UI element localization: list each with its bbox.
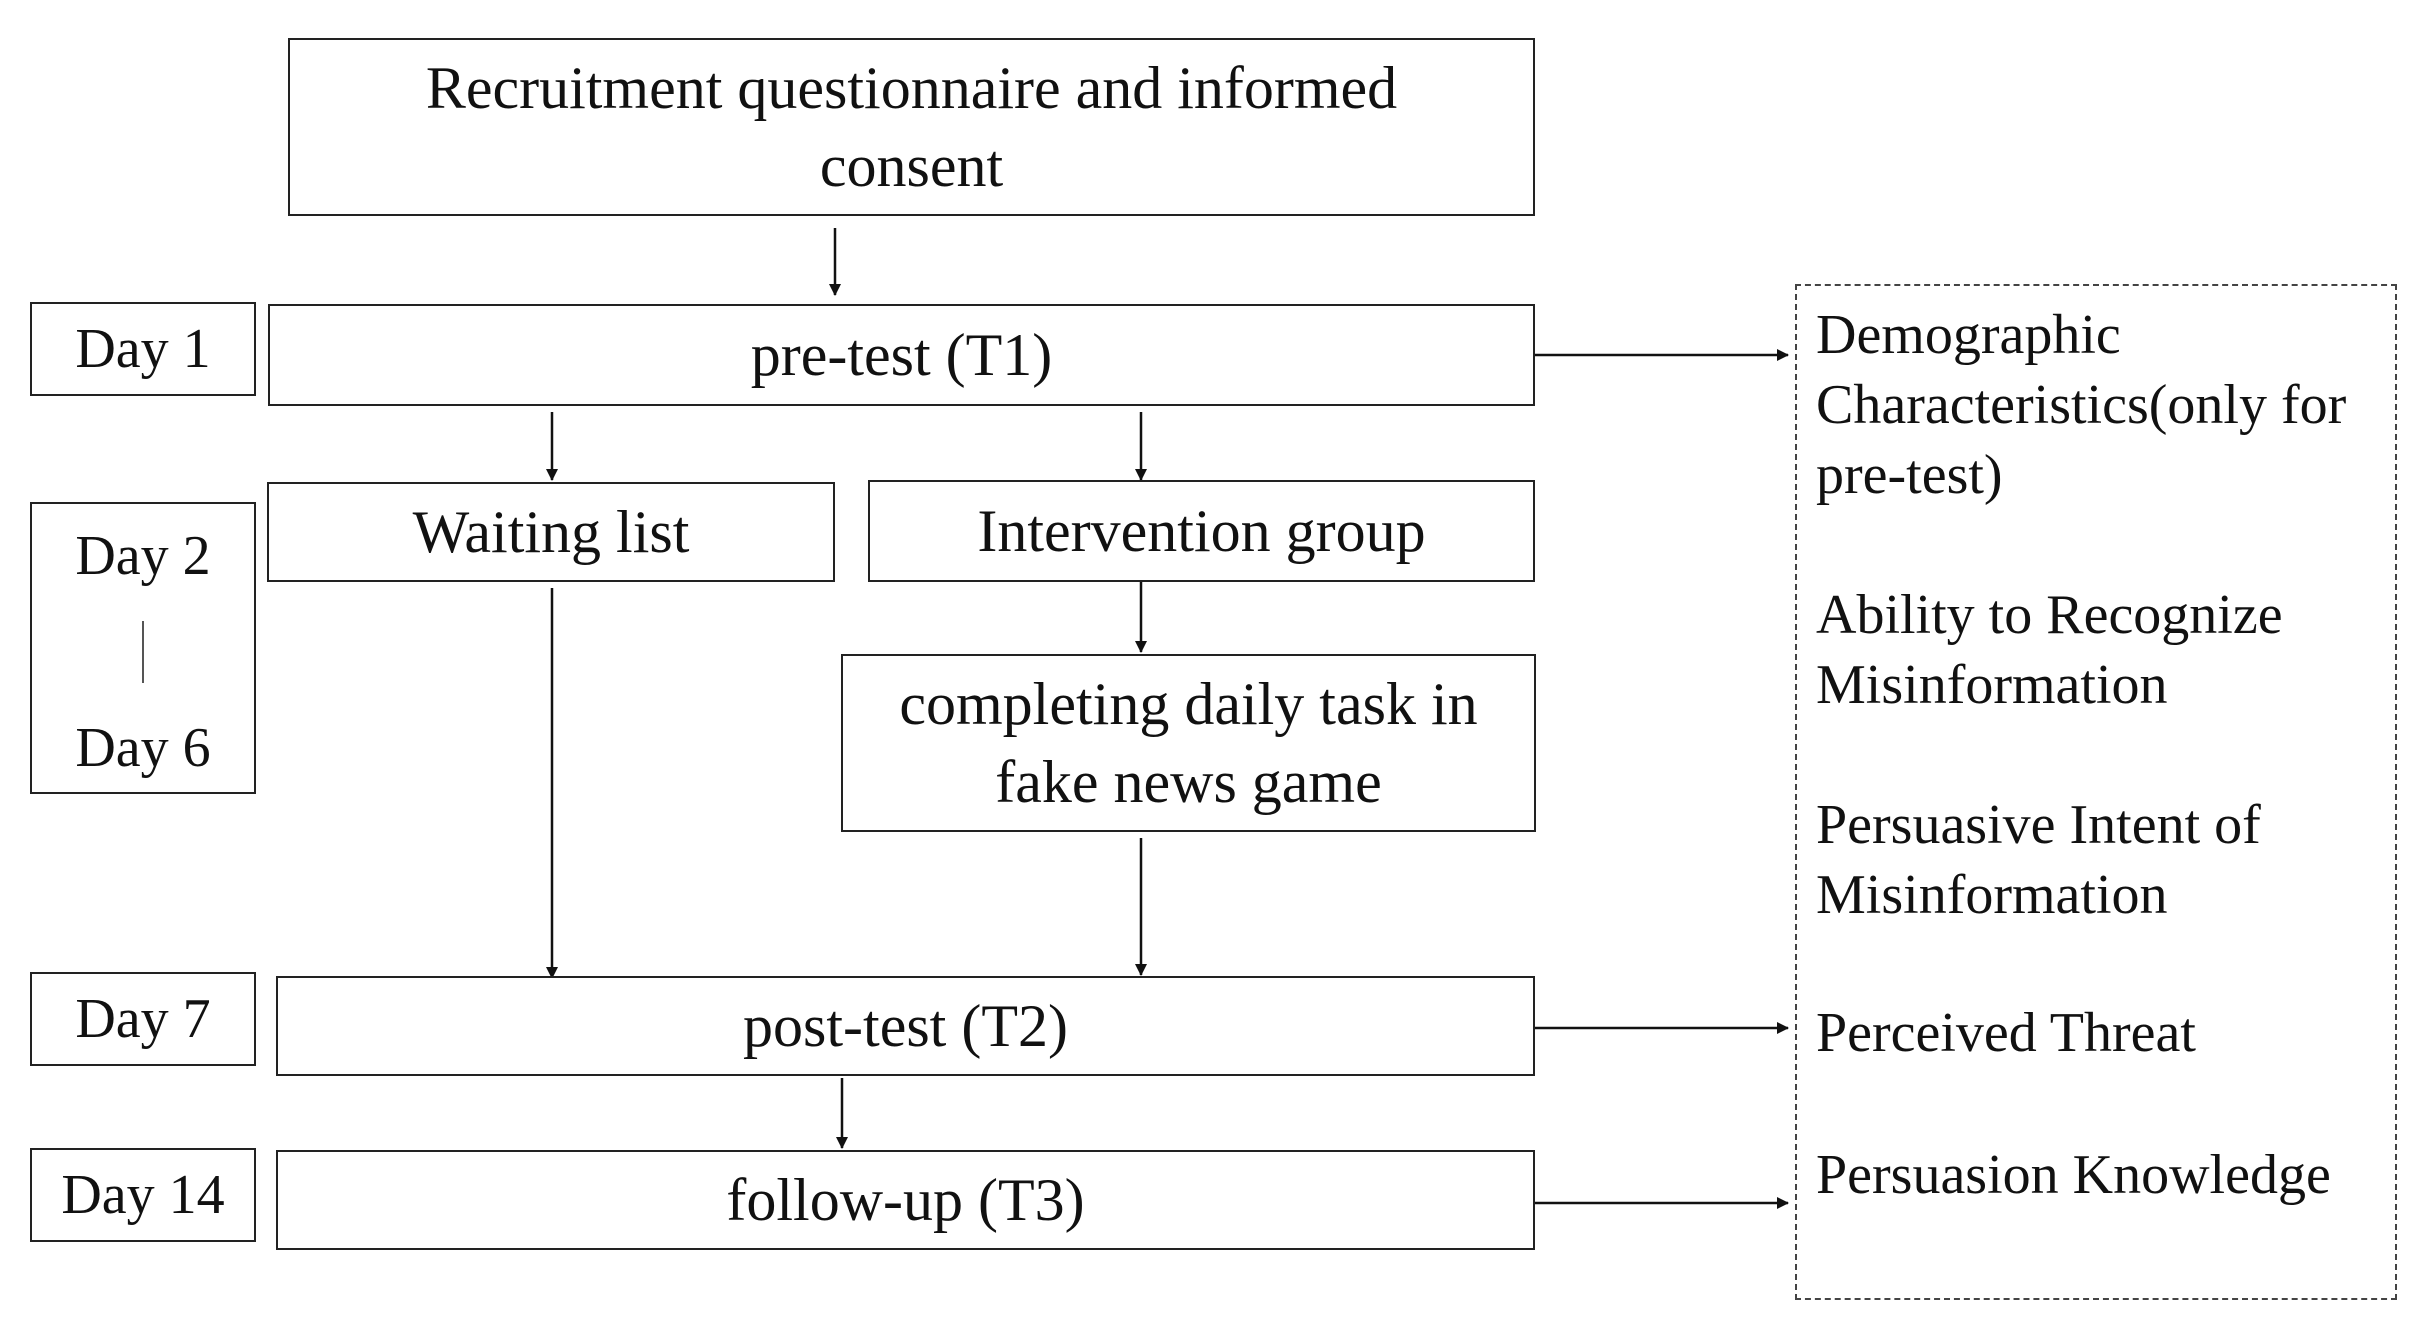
pretest-box: pre-test (T1) xyxy=(268,304,1535,406)
day2-label: Day 2 xyxy=(75,525,211,587)
measure-threat: Perceived Threat xyxy=(1816,1002,2196,1064)
waiting-list-box: Waiting list xyxy=(267,482,835,582)
posttest-box: post-test (T2) xyxy=(276,976,1535,1076)
day1-label: Day 1 xyxy=(75,318,211,380)
day6-label: Day 6 xyxy=(75,717,211,779)
intervention-group-box: Intervention group xyxy=(868,480,1535,582)
recruitment-label: Recruitment questionnaire and informed c… xyxy=(425,55,1398,199)
day-range-divider xyxy=(142,621,144,683)
daily-task-box: completing daily task in fake news game xyxy=(841,654,1536,832)
day7-box: Day 7 xyxy=(30,972,256,1066)
measure-persuasive-intent: Persuasive Intent of Misinformation xyxy=(1816,794,2261,926)
measure-ability: Ability to Recognize Misinformation xyxy=(1816,584,2283,716)
day1-box: Day 1 xyxy=(30,302,256,396)
followup-label: follow-up (T3) xyxy=(726,1167,1085,1233)
measure-knowledge: Persuasion Knowledge xyxy=(1816,1144,2331,1206)
measure-demographic: Demographic Characteristics(only for pre… xyxy=(1816,304,2347,506)
waiting-list-label: Waiting list xyxy=(412,499,690,565)
recruitment-box: Recruitment questionnaire and informed c… xyxy=(288,38,1535,216)
daily-task-label: completing daily task in fake news game xyxy=(899,671,1478,815)
posttest-label: post-test (T2) xyxy=(743,993,1068,1059)
pretest-label: pre-test (T1) xyxy=(750,322,1053,388)
day7-label: Day 7 xyxy=(75,988,211,1050)
intervention-group-label: Intervention group xyxy=(977,498,1426,564)
day14-label: Day 14 xyxy=(61,1164,225,1226)
measures-box xyxy=(1795,284,2397,1300)
day14-box: Day 14 xyxy=(30,1148,256,1242)
day2-6-box: Day 2 Day 6 xyxy=(30,502,256,794)
followup-box: follow-up (T3) xyxy=(276,1150,1535,1250)
